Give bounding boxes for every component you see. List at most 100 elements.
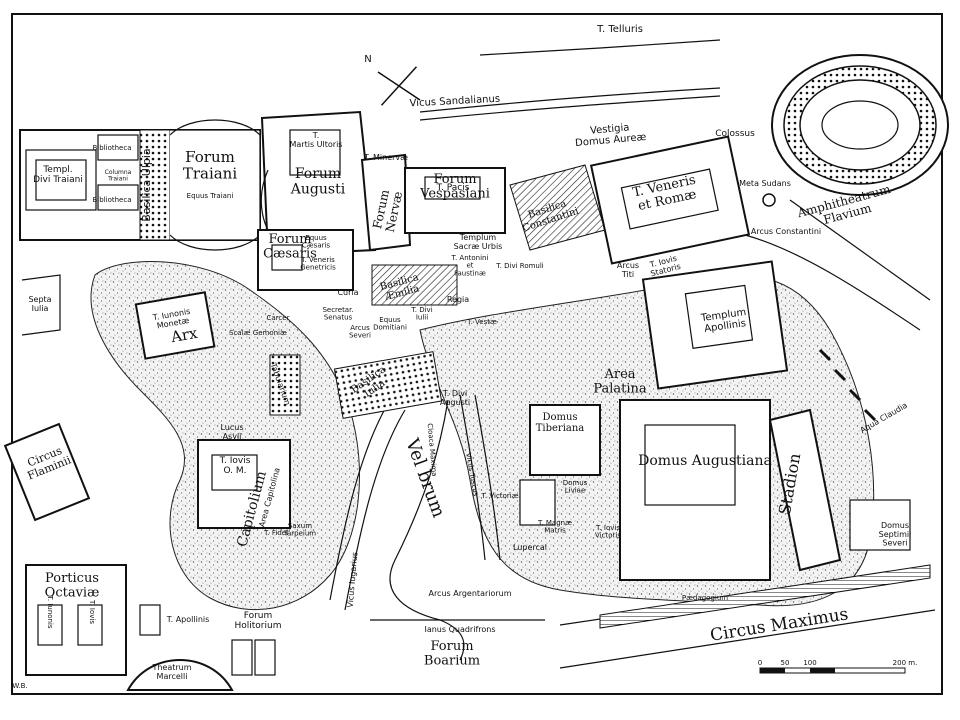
road-iugarius [329,399,391,601]
road-tuscus-2 [474,394,501,561]
t-iovis-cella [211,454,258,491]
label-lupercal: Lupercal [513,543,547,552]
circus-maximus-seating [599,564,931,629]
label-t-iunonis-small: T. Iunonis [46,594,54,628]
label-t-divi-romuli: T. Divi Romuli [495,262,544,270]
label-arcus-argentariorum: Arcus Argentariorum [428,589,511,598]
t-iovis-small-block [77,604,103,646]
theatrum-marcelli-arc [126,659,234,691]
label-meta-sudans: Meta Sudans [739,179,791,188]
label-t-martis-ultoris: T.Martis Ultoris [290,131,343,149]
scale-bar [759,667,906,674]
templ-divi-traiani-inner [35,159,87,201]
label-arx: Arx [169,324,200,347]
label-carcer: Carcer [267,314,290,322]
domus-liviae-block [519,479,556,526]
cloaca-maxima-line [389,399,465,661]
amphitheatrum-flavium [771,54,949,196]
stadion-block [768,408,842,572]
label-vicus-sandalianus: Vicus Sandalianus [409,94,500,110]
basilica-aemilia-block [371,264,458,306]
label-t-iovis-small: T. Iovis [88,599,96,624]
label-t-apollinis: T. Apollinis [166,615,210,624]
meta-sudans-marker [762,193,776,207]
t-veneris-genetricis-block [271,244,303,271]
road-iugarius-2 [344,409,406,611]
road-circus-2 [559,609,936,669]
label-t-telluris: T. Telluris [596,24,643,35]
bibliotheca-north [97,134,139,161]
t-veneris-romae-cella [620,168,719,230]
exedra-south [169,234,261,251]
aqua-claudia-line [818,348,877,422]
label-t-minervae: T. Minervæ [363,153,408,162]
label-secretar-senatus: Secretar.Senatus [322,306,353,322]
label-arcus-constantini: Arcus Constantini [751,227,821,236]
t-apollinis-block [139,604,161,636]
label-t-vestae: T. Vestæ [466,318,497,326]
domus-septimii-block [849,499,911,551]
label-bibliotheca-2: Bibliotheca [93,196,132,204]
road-tuscus [459,394,486,561]
road-triumphalis [744,234,921,331]
scale-tick-label: 200 m. [893,659,918,667]
domus-augustiana-court [644,424,736,506]
arx-block [134,291,216,360]
compass-rose [377,66,421,106]
label-templ-divi-traiani: Templ.Divi Traiani [33,165,83,185]
label-colossus: Colossus [715,129,755,139]
septa-iulia-outline [21,274,61,336]
label-t-victoriae: T. Victoriæ [480,492,518,500]
forum-nervae-outline [360,153,412,252]
label-bibliotheca-1: Bibliotheca [93,144,132,152]
basilica-iulia-block [333,351,443,419]
t-pacis-block [424,176,481,200]
label-ianus-quadrifrons: Ianus Quadrifrons [424,625,495,634]
scale-tick-label: 50 [781,659,790,667]
road-north [479,39,721,56]
bibliotheca-south [97,184,139,211]
label-regia: Regia [447,295,469,304]
scale-tick-label: 100 [803,659,816,667]
label-t-fidei: T. Fidei [263,529,288,537]
t-iunonis-small-block [37,604,63,646]
road-east [789,199,931,301]
templum-apollinis-inner [684,284,754,349]
label-signature: W.B. [12,682,27,690]
label-domus-augustiana: Domus Augustiana [638,453,772,469]
t-martis-ultoris-block [289,129,341,176]
label-t-pacis: T. Pacis [436,183,470,193]
holitorium-temple-1 [231,639,253,676]
domus-tiberiana-block [529,404,601,476]
holitorium-temple-2 [254,639,276,676]
label-scalae-gemoniae: Scalæ Gemoniæ [229,329,287,337]
road-sandalianus-2 [419,95,721,121]
